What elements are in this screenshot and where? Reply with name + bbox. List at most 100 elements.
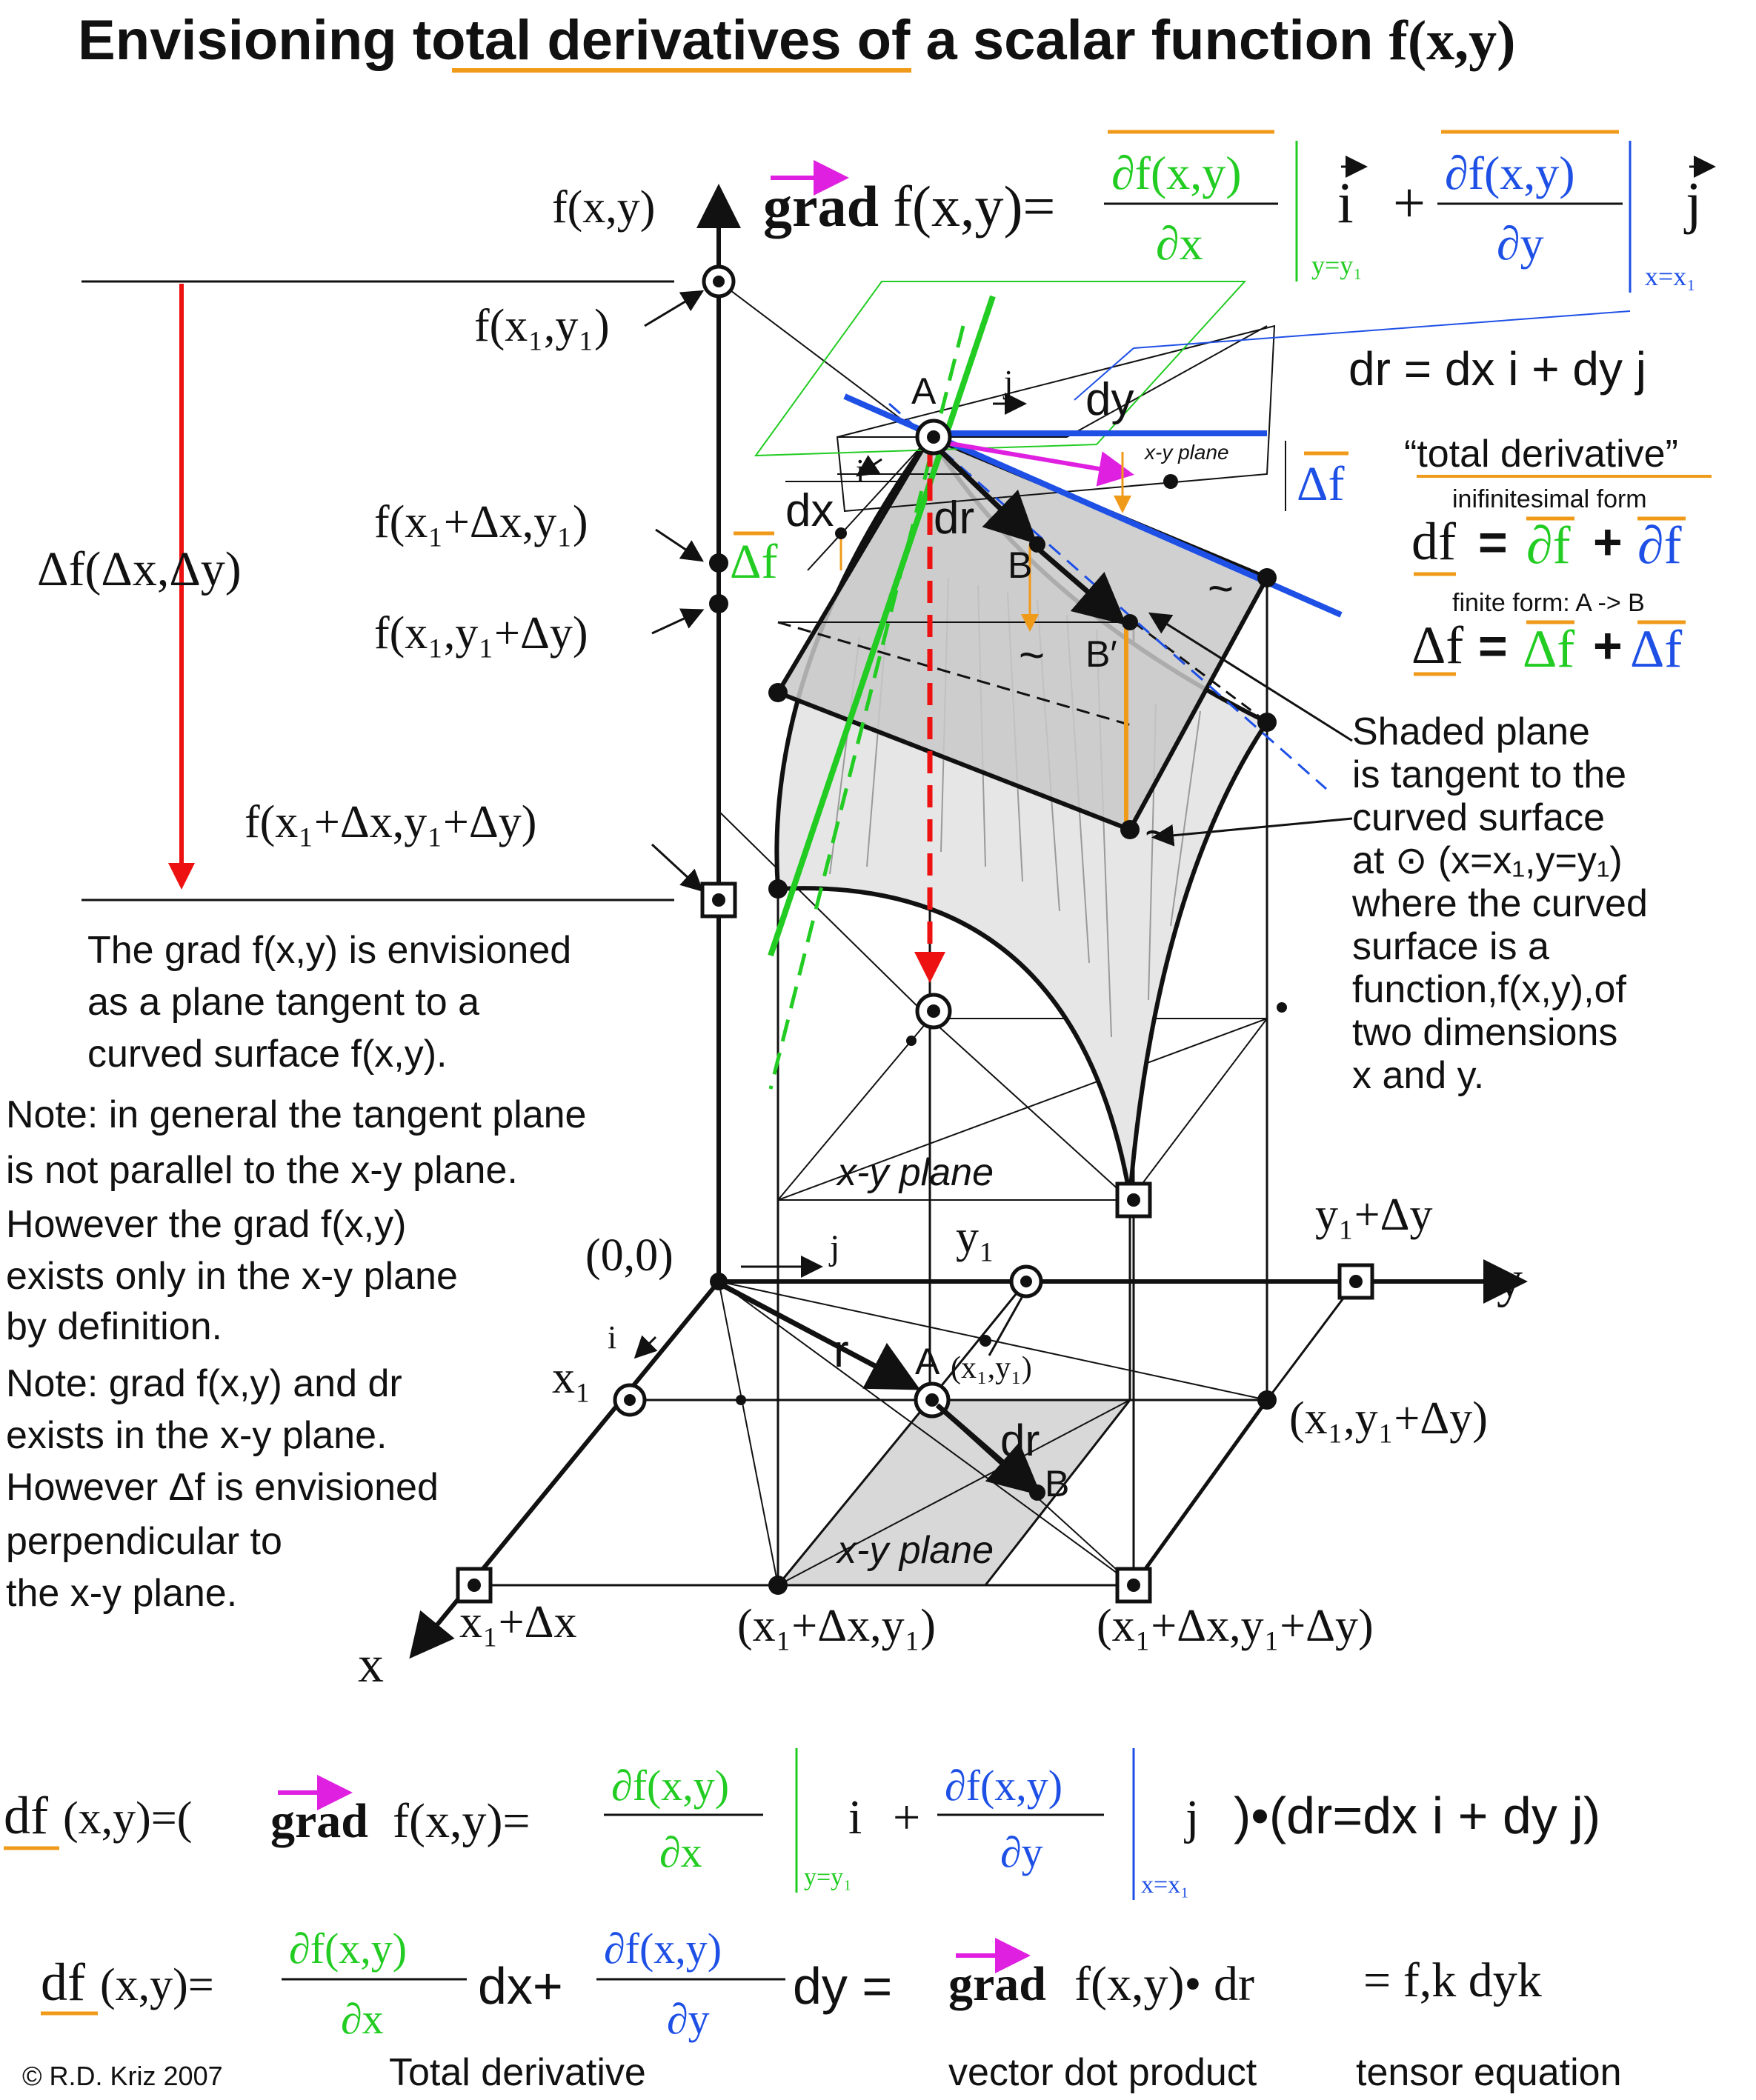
beq2-df: df xyxy=(41,1953,85,2012)
beq2-gf: f(x,y)• dr xyxy=(1074,1957,1254,2011)
beq2-den-x: ∂x xyxy=(341,1995,384,2043)
num-y: ∂f(x,y) xyxy=(1445,147,1575,199)
label-f-x1dx-y1dy: f(x₁+Δx,y₁+Δy) xyxy=(245,797,536,847)
label-f-x1-y1: f(x₁,y₁) xyxy=(474,301,610,351)
right-note-line-1: Shaded plane xyxy=(1352,710,1590,753)
footer-total: Total derivative xyxy=(389,2051,646,2094)
left-note-3-line-1: Note: grad f(x,y) and dr xyxy=(6,1362,402,1405)
beq1-tail: )•(dr=dx i + dy j) xyxy=(1234,1787,1600,1844)
right-note-line-6: surface is a xyxy=(1352,925,1549,968)
td-inf-label: inifinitesimal form xyxy=(1452,485,1647,513)
title-part2: of a scalar function xyxy=(842,9,1389,72)
label-p-x1dx-y1dy: (x₁+Δx,y₁+Δy) xyxy=(1097,1601,1374,1651)
label-tilde-1: ~ xyxy=(1019,630,1045,680)
label-xy-plane-base: x-y plane xyxy=(835,1529,994,1572)
td-plus-1: + xyxy=(1593,514,1623,570)
label-Bp: B′ xyxy=(1085,633,1117,675)
left-note-2-line-5: by definition. xyxy=(6,1305,222,1348)
label-xy-plane-small: x-y plane xyxy=(1143,441,1229,464)
beq2-lhs: (x,y)= xyxy=(100,1960,214,2010)
marker-surface-corner xyxy=(1115,1181,1152,1219)
td-eq-1: = xyxy=(1478,514,1508,570)
label-delta-f-green: Δf xyxy=(730,535,777,589)
left-note-1: The grad f(x,y) is envisioned as a plane… xyxy=(87,929,571,1076)
title-underlined: total derivatives xyxy=(413,9,842,72)
label-p-x1dx-y1: (x₁+Δx,y₁) xyxy=(737,1601,936,1651)
num-x: ∂f(x,y) xyxy=(1111,147,1242,199)
beq1-eval-x: x=x₁ xyxy=(1141,1871,1189,1899)
bottom-equation-1: df (x,y)=( grad f(x,y)= ∂f(x,y) ∂x y=y₁ … xyxy=(4,1748,1600,1900)
footer-tensor: tensor equation xyxy=(1356,2051,1622,2094)
marker-f-x1y1 xyxy=(702,264,736,299)
eval-x: x=x₁ xyxy=(1645,261,1696,291)
beq2-tensor: = f,k dyk xyxy=(1363,1953,1542,2007)
unit-j: j xyxy=(1683,170,1702,235)
left-note-1-line-3: curved surface f(x,y). xyxy=(87,1033,447,1076)
beq2-grad: grad xyxy=(948,1957,1046,2011)
label-tilde-3: ~ xyxy=(1145,808,1171,858)
dr-arrow-base xyxy=(935,1403,1042,1496)
r-arrow xyxy=(721,1282,921,1390)
label-xy-plane-mid: x-y plane xyxy=(835,1151,994,1194)
label-dr-base: dr xyxy=(1000,1416,1040,1465)
label-j-base: j xyxy=(828,1228,839,1267)
td-eq-2: = xyxy=(1478,618,1508,674)
label-B-base: B xyxy=(1045,1463,1069,1504)
beq2-dy: dy = xyxy=(793,1957,892,2015)
beq2-dx: dx+ xyxy=(478,1957,563,2015)
right-note-line-3: curved surface xyxy=(1352,796,1605,839)
beq1-den-y: ∂y xyxy=(1000,1828,1043,1876)
td-df: df xyxy=(1411,512,1456,571)
marker-x1dx xyxy=(456,1567,493,1604)
left-note-1-line-1: The grad f(x,y) is envisioned xyxy=(87,929,571,972)
beq1-den-x: ∂x xyxy=(659,1828,702,1876)
beq1-mid: f(x,y)= xyxy=(393,1794,531,1848)
td-plus-2: + xyxy=(1593,618,1623,674)
marker-y1dy xyxy=(1337,1263,1374,1300)
left-note-2-line-3: However the grad f(x,y) xyxy=(6,1203,406,1246)
label-B: B xyxy=(1008,544,1032,586)
beq1-num-y: ∂f(x,y) xyxy=(945,1761,1062,1810)
label-A-base: A xyxy=(915,1341,940,1382)
right-note-line-8: two dimensions xyxy=(1352,1011,1617,1054)
points xyxy=(456,264,1374,1604)
plus-top: + xyxy=(1393,170,1426,235)
bottom-equation-2: df (x,y)= ∂f(x,y) ∂x dx+ ∂f(x,y) ∂y dy =… xyxy=(41,1924,1542,2043)
beq2-num-y: ∂f(x,y) xyxy=(604,1924,722,1973)
right-note-line-4: at ⊙ (x=x₁,y=y₁) xyxy=(1352,839,1623,882)
unit-i: i xyxy=(1337,170,1354,235)
green-tangent-dashed xyxy=(768,325,965,1090)
td-pdf-x: ∂f xyxy=(1526,516,1571,575)
right-note-line-5: where the curved xyxy=(1351,882,1648,925)
grad-lhs: f(x,y)= xyxy=(893,174,1055,239)
i-unit-arrow xyxy=(633,1335,658,1359)
dr-arrow-surface xyxy=(928,439,1038,544)
label-j-top: j xyxy=(1002,364,1013,400)
label-f-x1-y1dy: f(x₁,y₁+Δy) xyxy=(374,608,588,659)
label-delta-f-blue: Δf xyxy=(1297,457,1344,511)
label-y1: y₁ xyxy=(956,1212,995,1262)
td-pdf-y: ∂f xyxy=(1637,516,1682,575)
marker-x1 xyxy=(613,1383,647,1417)
label-A-coord: (x₁,y₁) xyxy=(951,1351,1032,1385)
marker-y1 xyxy=(1009,1264,1043,1299)
beq1-i: i xyxy=(848,1790,862,1844)
axis-label-f: f(x,y) xyxy=(552,182,655,233)
right-note-line-2: is tangent to the xyxy=(1352,753,1626,796)
left-note-2: Note: in general the tangent plane is no… xyxy=(6,1093,586,1348)
label-dy: dy xyxy=(1085,374,1134,425)
right-note-line-9: x and y. xyxy=(1352,1054,1484,1097)
td-heading: “total derivative” xyxy=(1404,433,1678,476)
footer-copyright: © R.D. Kriz 2007 xyxy=(22,2061,223,2091)
magenta-grad-arrow xyxy=(933,439,1134,487)
td-Df-y: Δf xyxy=(1630,619,1682,679)
marker-mid xyxy=(915,993,952,1030)
beq1-grad: grad xyxy=(270,1794,368,1848)
total-derivative-box: “total derivative” inifinitesimal form d… xyxy=(1404,433,1712,679)
beq2-num-x: ∂f(x,y) xyxy=(289,1924,407,1973)
left-note-2-line-2: is not parallel to the x-y plane. xyxy=(6,1149,518,1192)
grad-word: grad xyxy=(763,174,879,239)
label-r: r xyxy=(834,1326,849,1377)
label-dx: dx xyxy=(785,485,834,536)
label-p-x1-y1dy: (x₁,y₁+Δy) xyxy=(1289,1393,1488,1444)
